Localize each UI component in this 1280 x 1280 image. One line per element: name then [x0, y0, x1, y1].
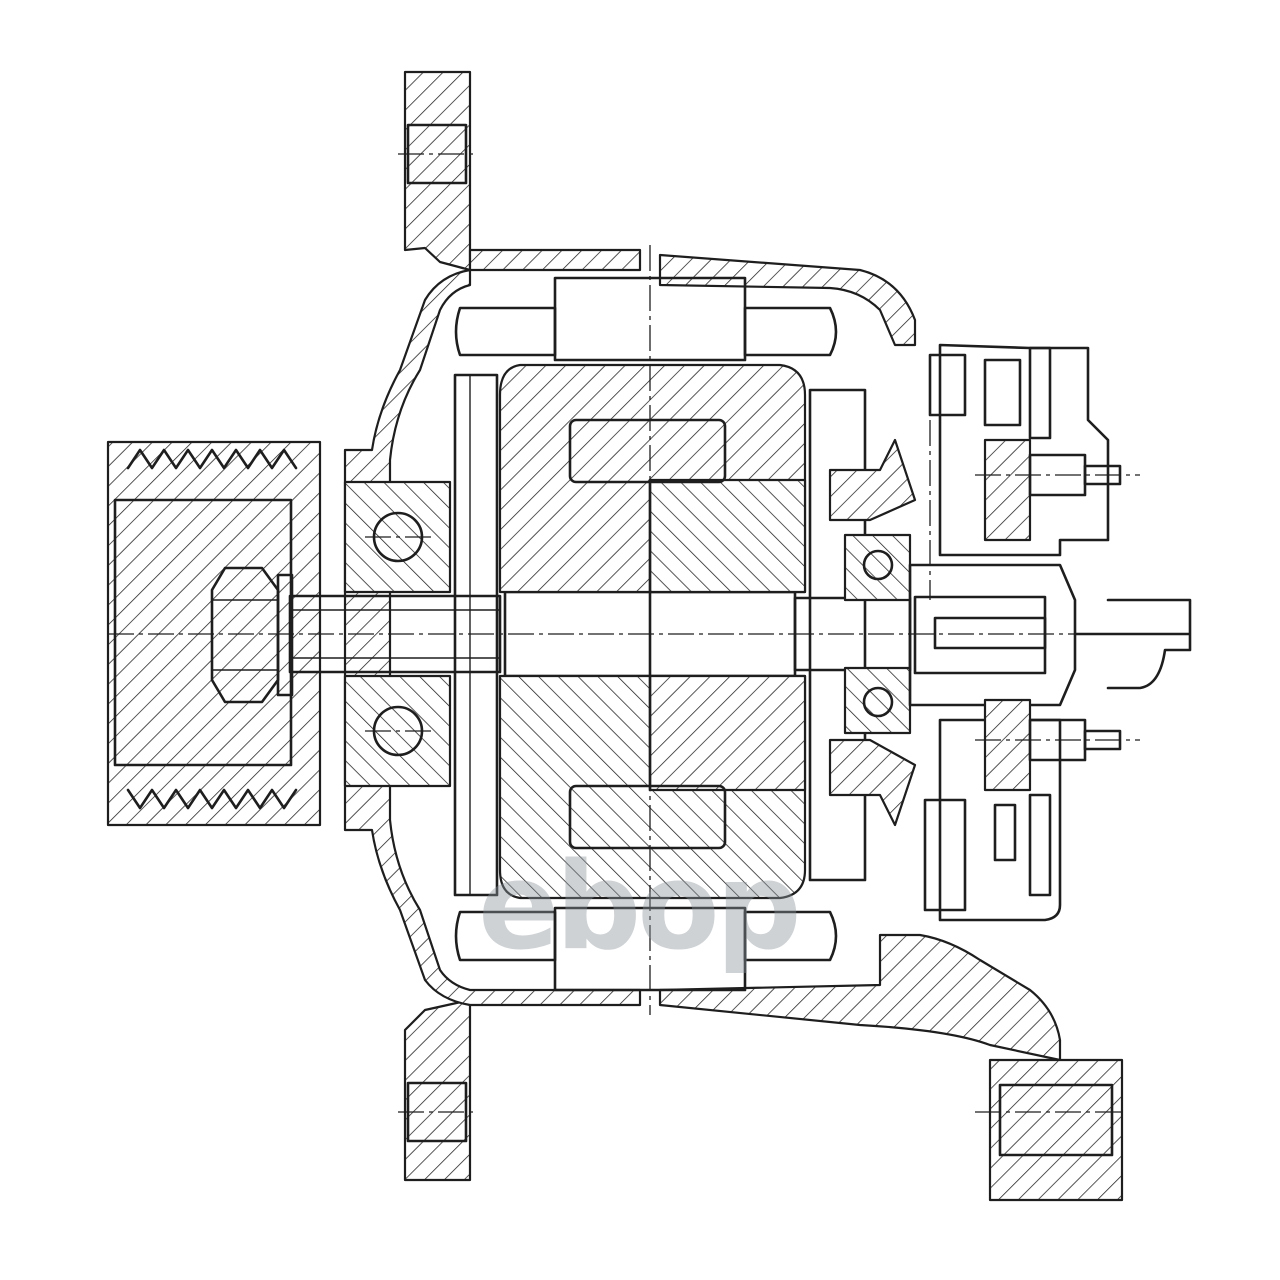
- rotor-field-coil: [568, 418, 727, 850]
- rear-bearing: [843, 533, 912, 735]
- rotor-claw-poles: [498, 363, 807, 900]
- front-bearing: [343, 480, 452, 788]
- rear-mounting-boss: [975, 1058, 1125, 1202]
- watermark-logo: ebop: [478, 838, 798, 977]
- front-fan: [453, 373, 499, 897]
- output-terminal-stud: [1073, 598, 1192, 690]
- pulley-nut: [210, 566, 294, 704]
- rear-cover: [938, 343, 1110, 922]
- center-lines: [649, 245, 931, 1015]
- regulator-diode-pack: [923, 353, 1052, 912]
- stator-core-top: [454, 276, 838, 362]
- front-mounting-ear-top: [398, 70, 478, 272]
- front-mounting-ear-bottom: [398, 998, 478, 1182]
- rear-fan: [808, 388, 917, 882]
- slip-ring-assembly: [908, 563, 1077, 707]
- terminal-bolt-bottom: [975, 718, 1140, 762]
- terminal-bolt-top: [975, 453, 1140, 497]
